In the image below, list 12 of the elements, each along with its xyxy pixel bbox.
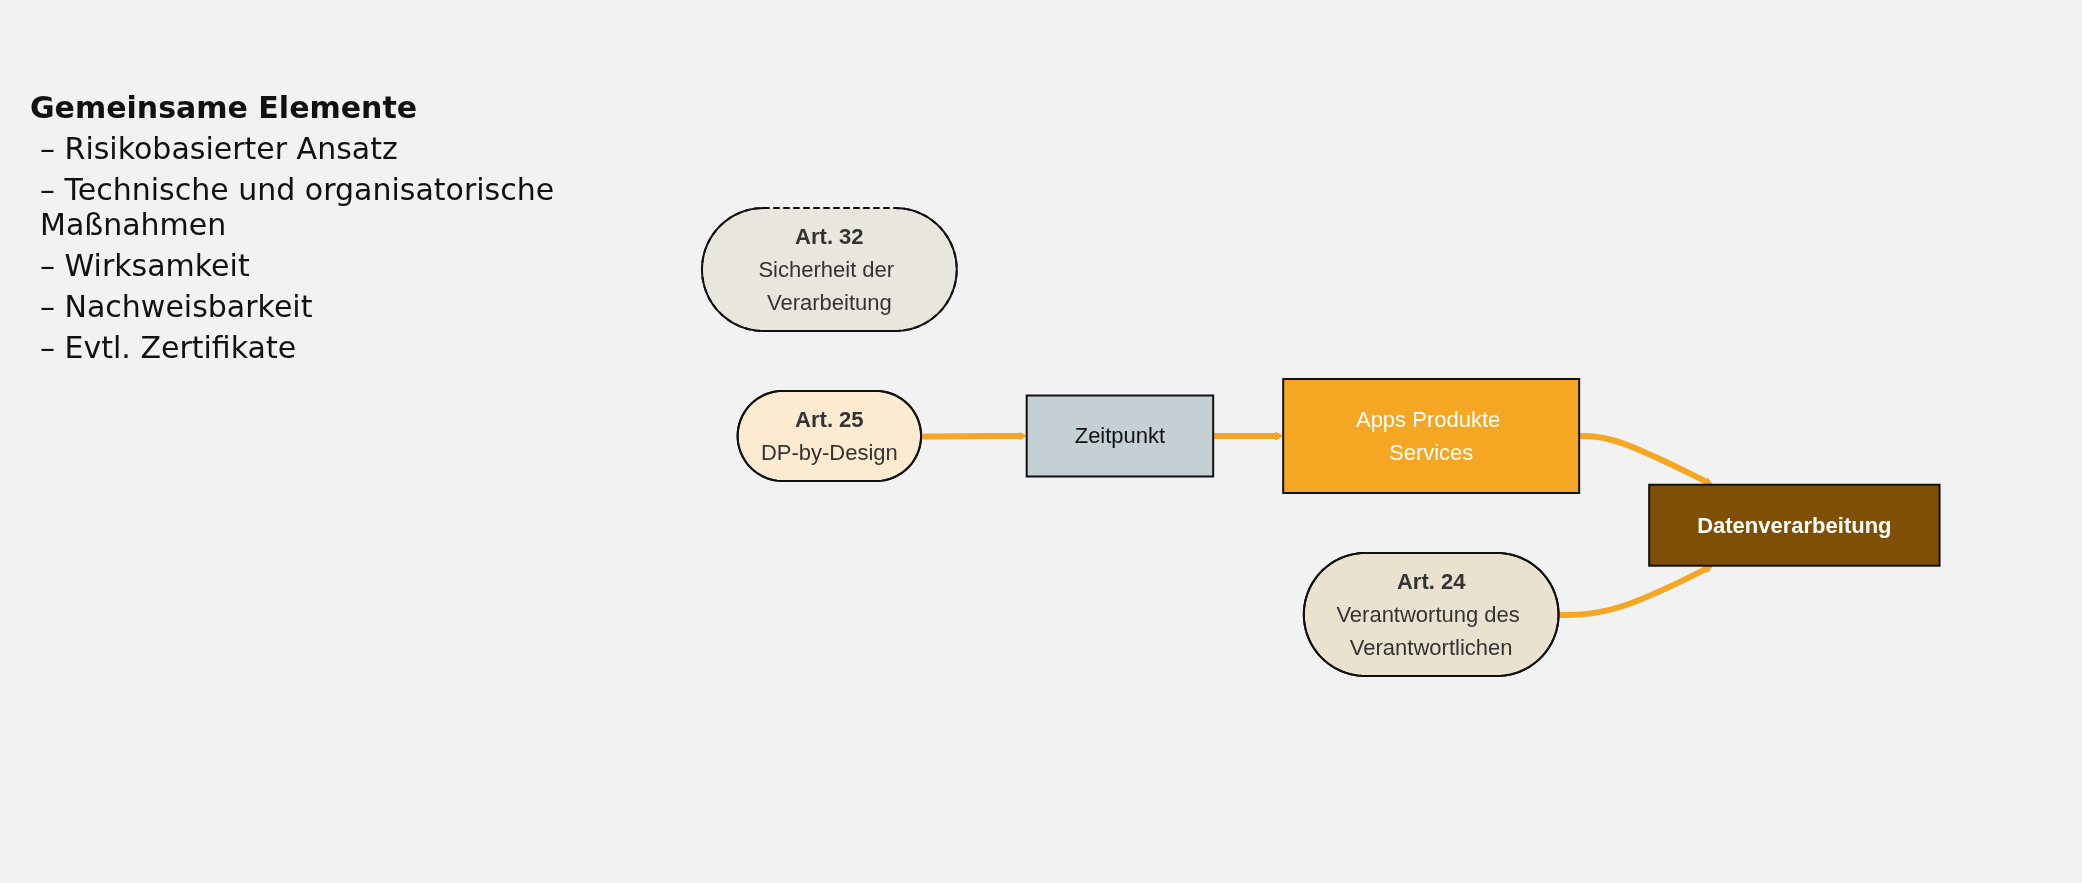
list-item: – Evtl. Zertifikate [40, 330, 298, 365]
list-item: – Risikobasierter Ansatz [40, 131, 399, 166]
node-box: Datenverarbeitung [1648, 483, 1941, 567]
list-item: – Technische und organisatorische Maßnahmen [40, 172, 556, 242]
arrow [1559, 564, 1714, 618]
list-heading: Gemeinsame Elemente [30, 90, 419, 125]
arrow [1213, 431, 1284, 440]
list-item: – Nachweisbarkeit [40, 289, 314, 324]
arrow [1579, 432, 1714, 486]
node-box: Apps Produkte Services [1282, 377, 1581, 494]
list-item: – Wirksamkeit [40, 248, 251, 283]
node-box: Zeitpunkt [1025, 394, 1215, 477]
